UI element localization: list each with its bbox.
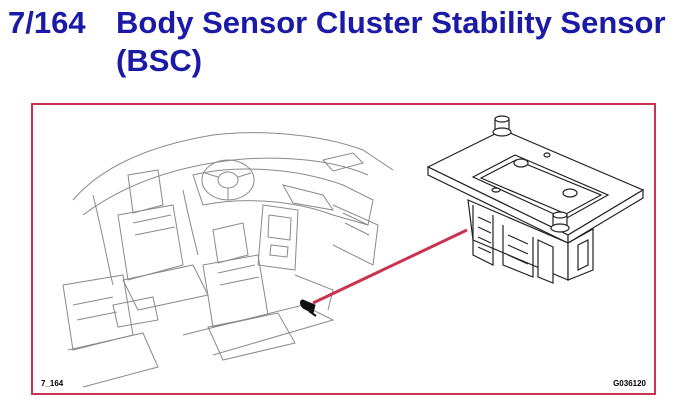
illustration [62,115,645,388]
page-number: 7/164 [8,5,86,40]
mounting-bolts [491,115,578,233]
pointer-line [312,228,468,305]
bsc-sensor-drawing [426,129,645,284]
figure-id: G036120 [613,379,646,388]
car-interior-drawing [62,132,394,388]
figure-code: 7_164 [41,379,64,388]
page-title: Body Sensor Cluster Stability Sensor (BS… [116,5,666,78]
illustration-frame: 7_164 G036120 [31,103,656,395]
sensor-location-marker [300,299,317,317]
